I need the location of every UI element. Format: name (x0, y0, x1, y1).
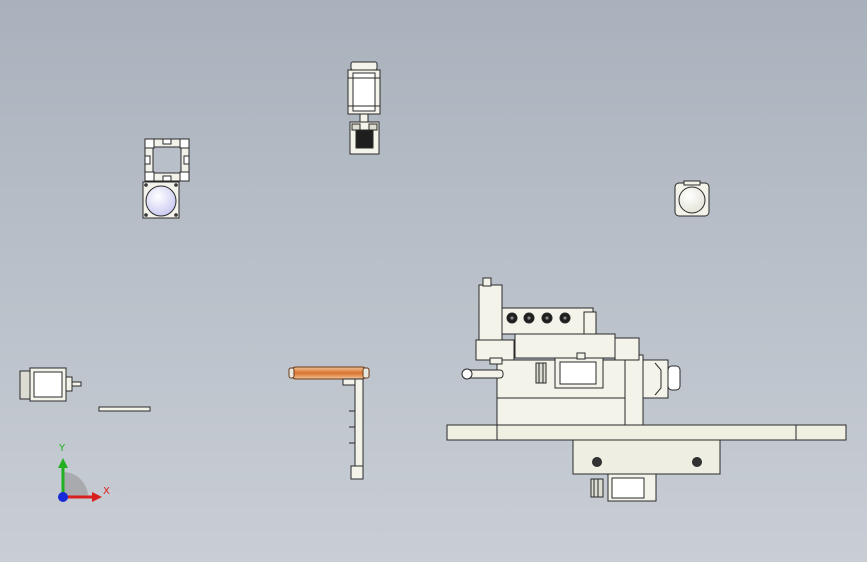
lens-flange-part[interactable] (142, 181, 180, 219)
motor-horizontal-part[interactable] (19, 367, 82, 402)
flange-disc-part[interactable] (674, 180, 710, 217)
copper-rod-part[interactable] (288, 366, 370, 380)
motor-vertical-part[interactable] (347, 61, 381, 155)
machine-assembly[interactable] (446, 277, 847, 502)
coordinate-triad-icon (58, 458, 102, 502)
aluminum-profile-part[interactable] (144, 138, 190, 182)
triad-y-label: Y (59, 443, 66, 454)
flat-bar-part[interactable] (98, 406, 151, 412)
triad-x-label: X (103, 486, 110, 497)
l-bracket-part[interactable] (342, 378, 364, 480)
